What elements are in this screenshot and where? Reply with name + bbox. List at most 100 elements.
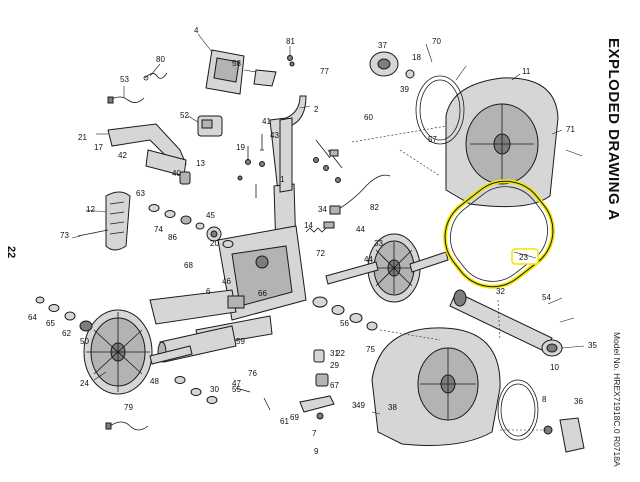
part-callout: 63 (136, 189, 145, 198)
part-callout: 36 (574, 397, 583, 406)
bolt-set-part (237, 134, 265, 198)
model-number: Model No. HREX71918C.0 R0718A (612, 332, 622, 467)
part-callout: 14 (304, 221, 313, 230)
main-frame-part (149, 225, 307, 347)
part-callout: 58 (232, 59, 241, 68)
right-shield-upper-part (445, 77, 559, 208)
part-callout: 12 (86, 205, 95, 214)
part-callouts: 8180458775352241431371870391157712117421… (28, 26, 597, 456)
part-callout: 46 (222, 277, 231, 286)
part-callout: 45 (206, 211, 215, 220)
loose-cable-part (105, 421, 149, 431)
drive-belt-part (443, 179, 555, 289)
upright-fastener-part (313, 139, 343, 183)
part-callout: 70 (432, 37, 441, 46)
part-callout: 68 (184, 261, 193, 270)
part-callout: 19 (236, 143, 245, 152)
part-callout: 39 (400, 85, 409, 94)
part-callout: 4 (194, 26, 199, 35)
part-callout: 37 (378, 41, 387, 50)
part-callout: 77 (320, 67, 329, 76)
part-callout: 54 (542, 293, 551, 302)
pin-part (77, 229, 109, 237)
part-callout: 32 (496, 287, 505, 296)
hardware-stack-part (148, 204, 234, 248)
part-callout: 75 (366, 345, 375, 354)
part-callout: 60 (364, 113, 373, 122)
pulley-part (83, 309, 153, 395)
spring-part (305, 221, 335, 233)
part-callout: 76 (248, 369, 257, 378)
part-callout: 48 (150, 377, 159, 386)
wire-harness-part (107, 96, 145, 104)
part-callout: 56 (340, 319, 349, 328)
left-washer-part (35, 296, 93, 332)
part-callout: 74 (154, 225, 163, 234)
part-callout: 57 (428, 135, 437, 144)
part-callout: 6 (206, 287, 211, 296)
part-callout: 8 (542, 395, 547, 404)
part-callout: 47 (232, 379, 241, 388)
tension-cable-part (329, 174, 391, 215)
part-callout: 67 (330, 381, 339, 390)
console-part (205, 49, 257, 95)
part-callout: 69 (290, 413, 299, 422)
flywheel-part (367, 233, 421, 303)
part-callout: 82 (370, 203, 379, 212)
part-callout: 66 (258, 289, 267, 298)
tension-knob-part (369, 51, 415, 79)
part-callout: 61 (280, 417, 289, 426)
center-hardware-part (312, 296, 378, 331)
part-callout: 86 (168, 233, 177, 242)
part-callout: 65 (46, 319, 55, 328)
page-number: 22 (5, 246, 17, 258)
part-callout: 10 (550, 363, 559, 372)
crank-shaft-part (449, 289, 563, 357)
part-callout: 59 (236, 337, 245, 346)
part-callout: 7 (312, 429, 317, 438)
part-callout: 71 (566, 125, 575, 134)
part-callout: 18 (412, 53, 421, 62)
part-callout: 11 (522, 67, 531, 76)
part-callout: 41 (262, 117, 271, 126)
part-callout: 50 (80, 337, 89, 346)
part-callout: 1 (280, 175, 285, 184)
part-callout: 34 (318, 205, 327, 214)
lower-ring-part (497, 379, 539, 441)
part-callout: 80 (156, 55, 165, 64)
part-callout: 49 (356, 401, 365, 410)
part-callout: 72 (316, 249, 325, 258)
part-callout: 33 (374, 239, 383, 248)
seat-slider-part (105, 191, 131, 251)
inner-disc-part (415, 75, 465, 145)
part-callout: 24 (80, 379, 89, 388)
part-callout: 29 (330, 361, 339, 370)
idler-assembly-part (299, 349, 335, 420)
cable-part (143, 72, 168, 81)
drawing-title: EXPLODED DRAWING A (605, 38, 622, 221)
highlighted-part-callout: 23 (519, 253, 528, 262)
part-callout: 64 (28, 313, 37, 322)
bottom-screw-part (174, 376, 271, 411)
part-callout: 2 (314, 105, 319, 114)
right-shield-lower-part (371, 327, 501, 446)
crank-axle-part (149, 345, 193, 365)
part-callout: 79 (124, 403, 133, 412)
part-callout: 40 (172, 169, 181, 178)
leader-lines (71, 33, 585, 431)
part-callout: 31 (330, 349, 339, 358)
part-callout: 21 (78, 133, 87, 142)
pedal-part (543, 417, 585, 453)
part-callout: 42 (118, 151, 127, 160)
part-callout: 13 (196, 159, 205, 168)
handlebar-part (107, 123, 191, 185)
part-callout: 62 (62, 329, 71, 338)
part-callout: 38 (388, 403, 397, 412)
part-callout: 44 (364, 255, 373, 264)
part-callout: 81 (286, 37, 295, 46)
part-callout: 22 (336, 349, 345, 358)
part-callout: 43 (270, 131, 279, 140)
part-callout: 3 (352, 401, 357, 410)
